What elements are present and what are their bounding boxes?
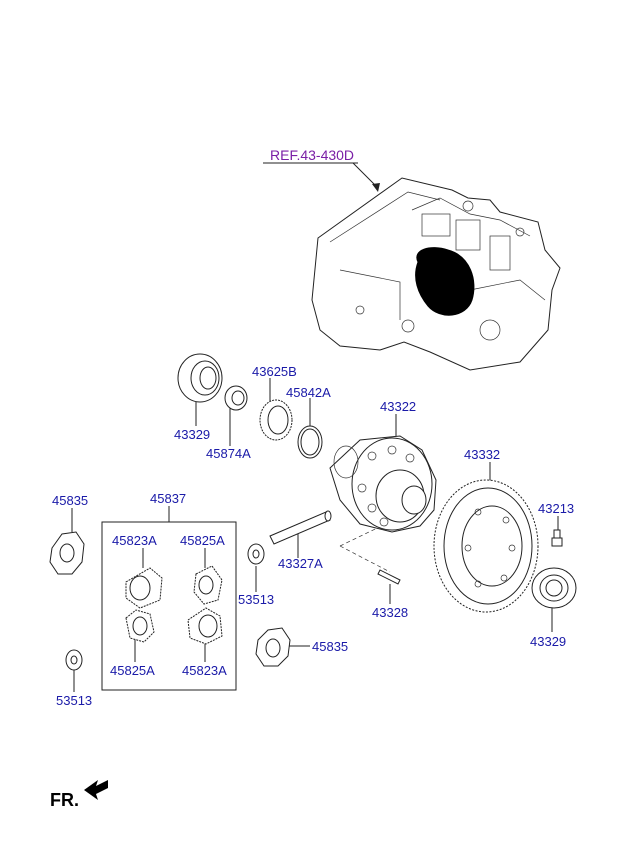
part-43213-label[interactable]: 43213 xyxy=(538,501,575,516)
washer-53513-mid xyxy=(247,543,265,565)
side-gear-45823A-bottom xyxy=(187,607,223,645)
side-gear-45823A-top xyxy=(125,567,163,609)
part-43327A-label[interactable]: 43327A xyxy=(278,556,323,571)
part-43625B-label[interactable]: 43625B xyxy=(252,364,297,379)
transaxle-housing xyxy=(311,177,561,371)
gear-set-box xyxy=(101,521,237,691)
ref-43-430D-label[interactable]: REF.43-430D xyxy=(270,147,355,163)
part-43328-label[interactable]: 43328 xyxy=(372,605,409,620)
ring-gear-43332 xyxy=(433,479,539,613)
bearing-43329-right xyxy=(531,567,577,609)
part-53513-left-label[interactable]: 53513 xyxy=(56,693,93,708)
part-45835-right-label[interactable]: 45835 xyxy=(312,639,349,654)
front-direction-arrow-icon xyxy=(84,780,108,800)
bolt-43213 xyxy=(551,529,563,547)
shim-45874A xyxy=(224,385,248,411)
part-45835-left-label[interactable]: 45835 xyxy=(52,493,89,508)
part-43322-label[interactable]: 43322 xyxy=(380,399,417,414)
pinion-gear-45825A-top xyxy=(193,565,223,605)
part-43329-right-label[interactable]: 43329 xyxy=(530,634,567,649)
pin-43328 xyxy=(377,569,401,585)
thrust-washer-45835-right xyxy=(255,627,291,667)
part-43332-label[interactable]: 43332 xyxy=(464,447,501,462)
part-45825A-top-label[interactable]: 45825A xyxy=(180,533,225,548)
bearing-43329-top xyxy=(177,353,223,403)
part-45823A-top-label[interactable]: 45823A xyxy=(112,533,157,548)
part-43329-top-label[interactable]: 43329 xyxy=(174,427,211,442)
part-45874A-label[interactable]: 45874A xyxy=(206,446,251,461)
thrust-washer-45835-left xyxy=(49,531,85,575)
part-45823A-bottom-label[interactable]: 45823A xyxy=(182,663,227,678)
speedometer-gear-43625B xyxy=(259,399,293,441)
part-45825A-bottom-label[interactable]: 45825A xyxy=(110,663,155,678)
washer-53513-left xyxy=(65,649,83,671)
part-45837-label[interactable]: 45837 xyxy=(150,491,187,506)
pinion-gear-45825A-bottom xyxy=(125,609,155,643)
part-45842A-label[interactable]: 45842A xyxy=(286,385,331,400)
front-orientation-label: FR. xyxy=(50,790,79,810)
ref-leader xyxy=(263,162,380,192)
leader-lines xyxy=(71,378,559,692)
part-53513-mid-label[interactable]: 53513 xyxy=(238,592,275,607)
pinion-shaft-43327A xyxy=(269,510,332,545)
differential-case-43322 xyxy=(329,435,437,533)
oring-45842A xyxy=(297,425,323,459)
